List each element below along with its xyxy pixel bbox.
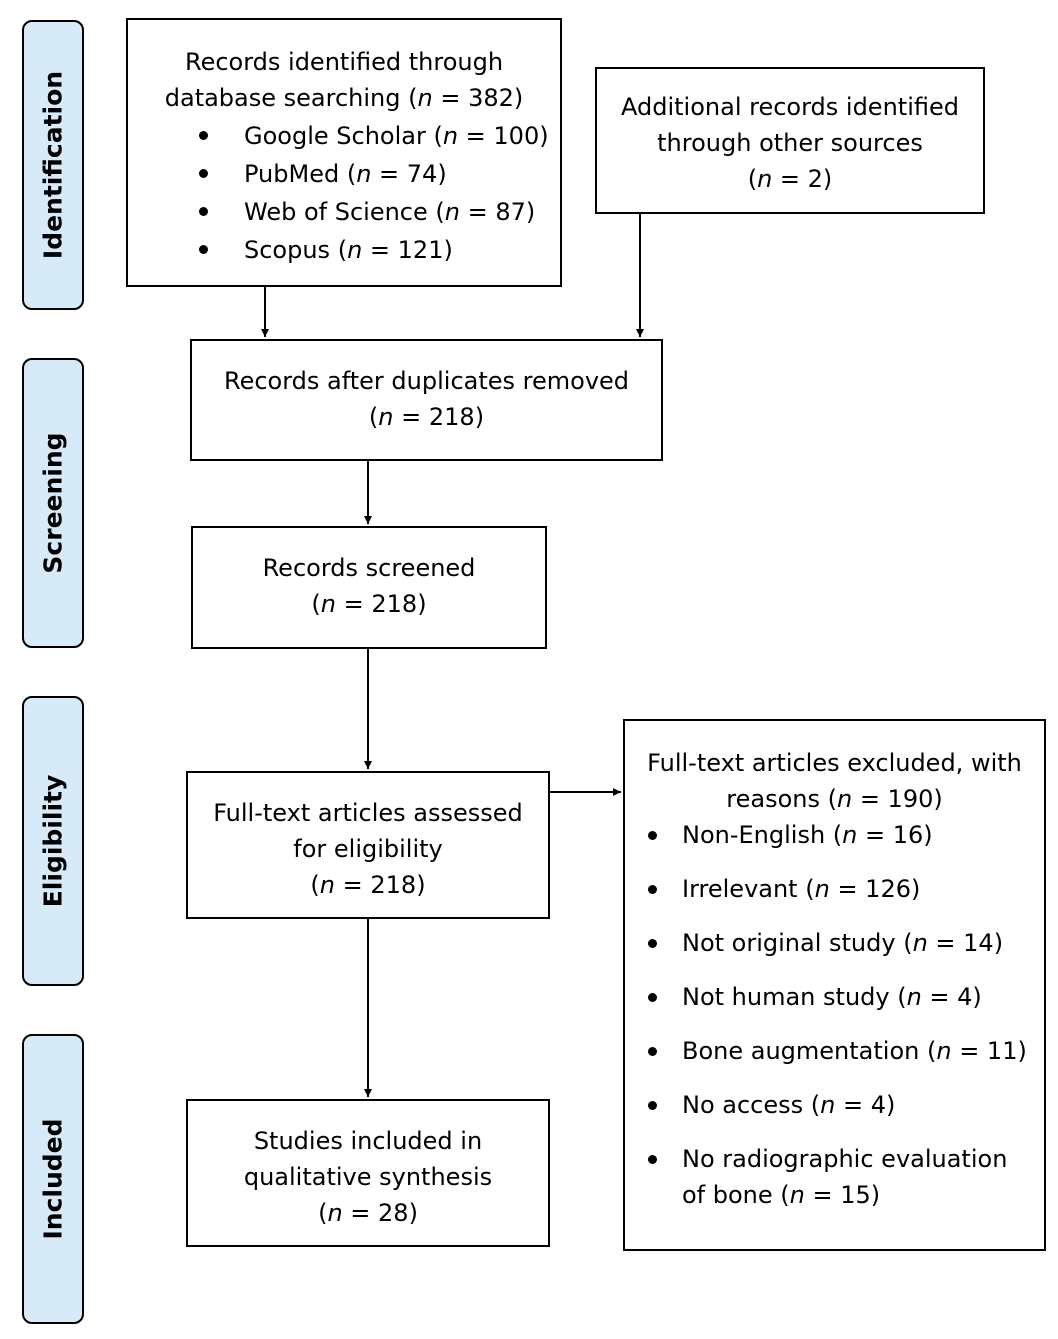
stage-screening: Screening — [22, 358, 84, 648]
box-text-line: Records after duplicates removed — [223, 367, 630, 395]
box-text-line: Full-text articles assessed — [213, 799, 523, 827]
stage-included: Included — [22, 1034, 84, 1324]
bullet-icon — [199, 245, 208, 254]
box-count-line: reasons (n = 190) — [726, 785, 943, 813]
box-count-line: (n = 218) — [368, 403, 485, 431]
bullet-icon — [648, 1155, 657, 1164]
bullet-icon — [199, 169, 208, 178]
eligibility-assessed-box: Full-text articles assessed for eligibil… — [186, 771, 550, 919]
box-count-line: database searching (n = 382) — [164, 84, 524, 112]
bullet-icon — [199, 131, 208, 140]
bullet-icon — [648, 1047, 657, 1056]
stage-eligibility: Eligibility — [22, 696, 84, 986]
bullet-icon — [199, 207, 208, 216]
bullet-icon — [648, 885, 657, 894]
box-count-line: (n = 28) — [318, 1199, 418, 1227]
bullet-icon — [648, 939, 657, 948]
list-item: Not original study (n = 14) — [625, 925, 1044, 979]
bullet-icon — [648, 831, 657, 840]
records-screened-box: Records screened (n = 218) — [191, 526, 547, 649]
box-text-line: Records identified through — [184, 48, 504, 76]
excluded-articles-box: Full-text articles excluded, with reason… — [623, 719, 1046, 1251]
box-text-line: Full-text articles excluded, with — [647, 749, 1022, 777]
box-count-line: (n = 218) — [310, 871, 426, 899]
box-text-line: for eligibility — [293, 835, 443, 863]
list-item: No radiographic evaluation of bone (n = … — [625, 1141, 1044, 1213]
duplicates-removed-box: Records after duplicates removed (n = 21… — [190, 339, 663, 461]
box-text-line: through other sources — [657, 129, 923, 157]
box-text-line: Records screened — [262, 554, 476, 582]
list-item: Irrelevant (n = 126) — [625, 871, 1044, 925]
database-search-box: Records identified through database sear… — [126, 18, 562, 287]
list-item: Bone augmentation (n = 11) — [625, 1033, 1044, 1087]
bullet-icon — [648, 993, 657, 1002]
list-item: Non-English (n = 16) — [625, 817, 1044, 871]
list-item: Not human study (n = 4) — [625, 979, 1044, 1033]
box-count-line: (n = 2) — [747, 165, 833, 193]
list-item: Web of Science (n = 87) — [128, 194, 560, 232]
bullet-icon — [648, 1101, 657, 1110]
box-text-line: Additional records identified — [621, 93, 959, 121]
studies-included-box: Studies included in qualitative synthesi… — [186, 1099, 550, 1247]
exclusion-reason-list: Non-English (n = 16) Irrelevant (n = 126… — [625, 817, 1044, 1213]
box-text-line: Studies included in — [253, 1127, 483, 1155]
other-sources-box: Additional records identified through ot… — [595, 67, 985, 214]
list-item: Scopus (n = 121) — [128, 232, 560, 270]
list-item: PubMed (n = 74) — [128, 156, 560, 194]
list-item: Google Scholar (n = 100) — [128, 118, 560, 156]
database-source-list: Google Scholar (n = 100) PubMed (n = 74)… — [128, 118, 560, 270]
list-item: No access (n = 4) — [625, 1087, 1044, 1141]
box-text-line: qualitative synthesis — [243, 1163, 493, 1191]
stage-identification: Identification — [22, 20, 84, 310]
box-count-line: (n = 218) — [311, 590, 427, 618]
